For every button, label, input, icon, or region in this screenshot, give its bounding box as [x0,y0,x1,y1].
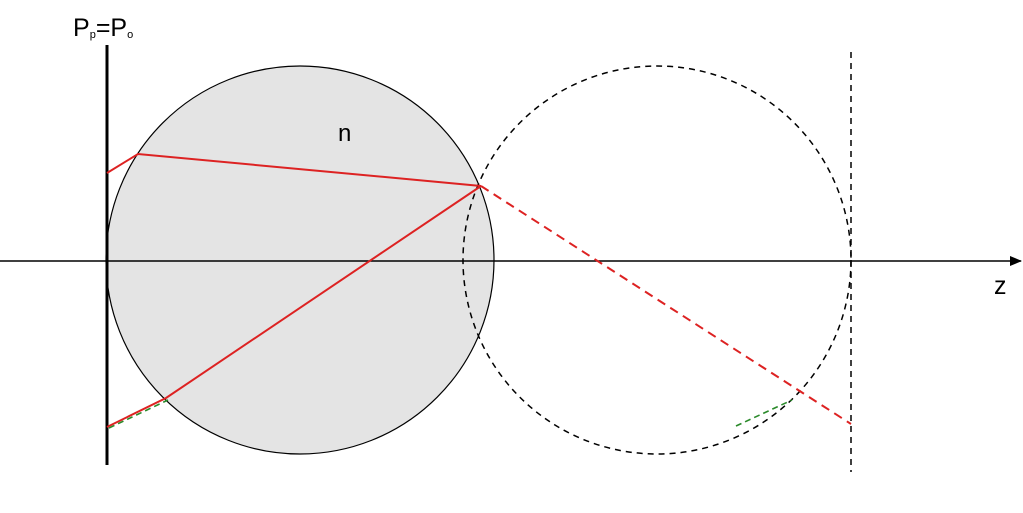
plane-label-sub-o: o [127,29,134,41]
virtual-ray-left [108,399,169,429]
virtual-ray-right [735,399,793,427]
axis-label-z: z [994,272,1007,300]
plane-label-p1: P [73,14,90,42]
ray-lower [106,185,482,428]
principal-plane-label: Pp=Po [73,14,133,43]
sphere [105,65,495,455]
plane-label-equals: = [95,14,111,42]
plane-label-sub-p: p [89,29,96,41]
plane-label-p2: P [110,14,128,42]
ray-upper [106,152,482,187]
image-sphere-dashed [462,65,852,455]
refractive-index-label: n [338,120,352,147]
ray-extension-dashed [480,185,852,425]
